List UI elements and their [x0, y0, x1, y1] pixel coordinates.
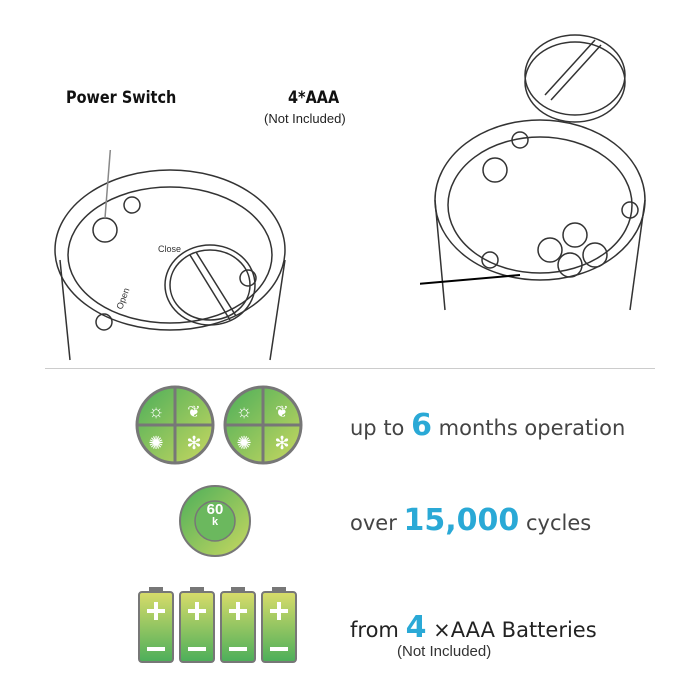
feature-number: 4	[405, 610, 427, 645]
svg-text:❦: ❦	[275, 404, 288, 421]
seasons-icons: ☼ ❦ ✺ ✻ ☼ ❦ ✺ ✻	[135, 385, 303, 465]
seasons-icon: ☼ ❦ ✺ ✻	[223, 385, 303, 465]
svg-text:✺: ✺	[236, 433, 251, 453]
close-label: Close	[158, 244, 181, 254]
feature-number: 15,000	[403, 503, 520, 538]
seasons-icon: ☼ ❦ ✺ ✻	[135, 385, 215, 465]
feature-pre: up to	[350, 416, 405, 440]
svg-text:☼: ☼	[236, 401, 253, 421]
open-label: Open	[114, 287, 131, 311]
svg-text:✻: ✻	[274, 433, 289, 453]
feature-post: cycles	[526, 511, 592, 535]
feature-operation: up to 6 months operation	[350, 408, 625, 443]
feature-cycles: over 15,000 cycles	[350, 503, 591, 538]
battery-note-label: (Not Included)	[264, 111, 346, 126]
recycle-60k-icon	[179, 485, 251, 557]
feature-batteries-note: (Not Included)	[397, 643, 492, 660]
feature-batteries: from 4 ×AAA Batteries	[350, 610, 597, 645]
divider	[45, 368, 655, 369]
battery-icon	[138, 587, 174, 663]
feature-pre: from	[350, 618, 399, 642]
svg-text:✺: ✺	[148, 433, 163, 453]
device-battery-compartment-drawing	[420, 34, 646, 311]
cycle-badge-number: 60	[206, 501, 224, 518]
battery-type-label: 4*AAA	[288, 88, 340, 108]
power-switch-label: Power Switch	[66, 88, 177, 108]
device-open-lid-drawing: Close Open	[54, 150, 286, 361]
batteries-icons	[138, 587, 297, 664]
cycle-badge: 60 k	[200, 501, 230, 529]
feature-post: ×AAA Batteries	[433, 618, 597, 642]
feature-pre: over	[350, 511, 397, 535]
svg-text:❦: ❦	[187, 404, 200, 421]
feature-post: months operation	[438, 416, 626, 440]
feature-number: 6	[411, 408, 432, 443]
svg-text:☼: ☼	[148, 401, 165, 421]
cycle-badge-unit: k	[211, 516, 219, 528]
svg-text:✻: ✻	[186, 433, 201, 453]
